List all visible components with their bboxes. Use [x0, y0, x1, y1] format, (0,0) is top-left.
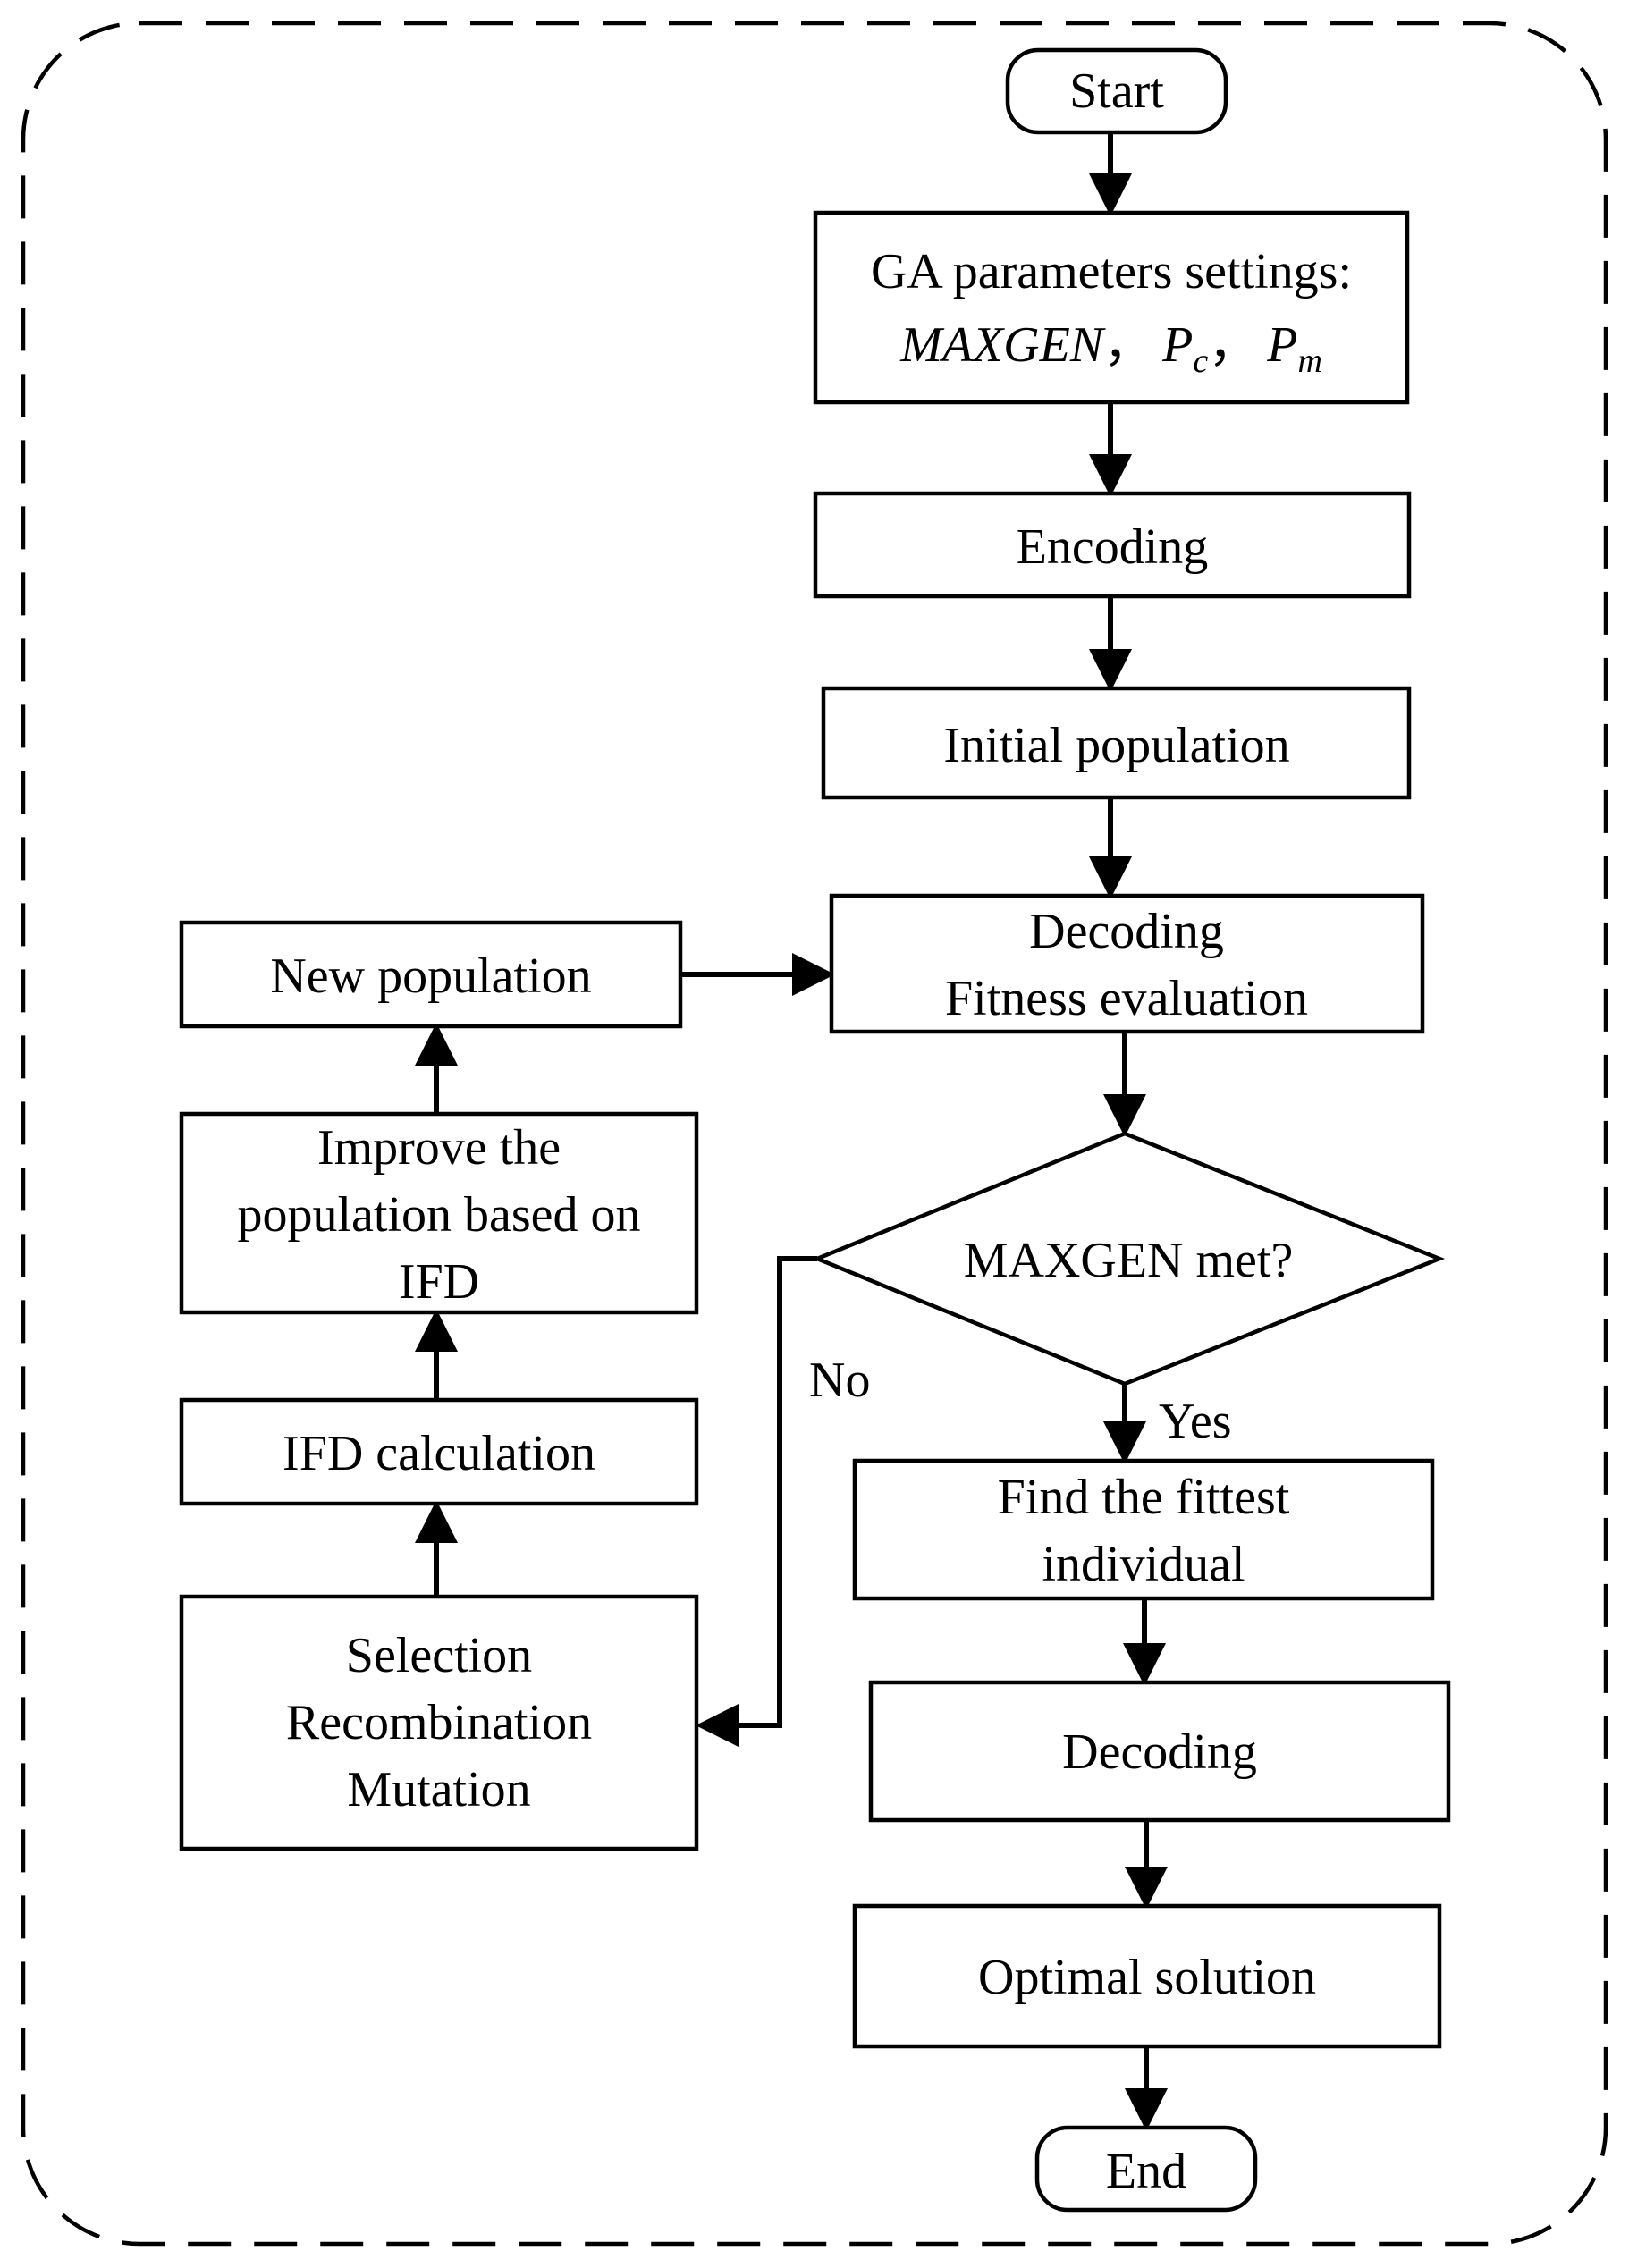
improve-line2: population based on	[237, 1187, 640, 1243]
dashed-frame	[21, 21, 1608, 2247]
ifd-calculation-box: IFD calculation	[179, 1397, 699, 1506]
decision-label: MAXGEN met?	[964, 1233, 1294, 1288]
decoding-fitness-line1: Decoding	[1029, 904, 1224, 959]
ga-parameters-values: MAXGEN，Pc，Pm	[899, 317, 1322, 380]
find-fittest-line2: individual	[1042, 1537, 1245, 1592]
encoding-label: Encoding	[1017, 519, 1209, 575]
decoding-box: Decoding	[868, 1680, 1451, 1823]
decoding-fitness-box: Decoding Fitness evaluation	[829, 893, 1425, 1034]
improve-line1: Improve the	[317, 1120, 561, 1176]
improve-line3: IFD	[399, 1254, 479, 1310]
operators-line1: Selection	[346, 1628, 532, 1683]
maxgen-decision: MAXGEN met?	[812, 1131, 1446, 1387]
initial-population-label: Initial population	[943, 718, 1289, 773]
start-terminal: Start	[1005, 47, 1228, 135]
end-label: End	[1106, 2144, 1186, 2199]
start-label: Start	[1069, 63, 1164, 119]
initial-population-box: Initial population	[821, 686, 1412, 800]
optimal-solution-label: Optimal solution	[978, 1950, 1316, 2005]
decoding-fitness-line2: Fitness evaluation	[945, 971, 1308, 1026]
end-terminal: End	[1034, 2125, 1258, 2213]
operators-line3: Mutation	[347, 1762, 530, 1817]
find-fittest-line1: Find the fittest	[998, 1470, 1290, 1525]
ifd-calculation-label: IFD calculation	[283, 1426, 595, 1481]
find-fittest-box: Find the fittest individual	[852, 1458, 1435, 1601]
new-population-label: New population	[270, 949, 591, 1004]
ga-parameters-box: GA parameters settings: MAXGEN，Pc，Pm	[813, 210, 1410, 405]
no-label: No	[809, 1353, 870, 1408]
new-population-box: New population	[179, 920, 683, 1029]
optimal-solution-box: Optimal solution	[852, 1903, 1442, 2049]
yes-label: Yes	[1159, 1394, 1231, 1449]
decoding-label: Decoding	[1062, 1724, 1257, 1780]
arrow-decision-no-to-operators	[696, 1256, 817, 1747]
genetic-operators-box: Selection Recombination Mutation	[179, 1594, 699, 1851]
ga-parameters-title: GA parameters settings:	[871, 244, 1352, 299]
operators-line2: Recombination	[286, 1695, 592, 1750]
encoding-box: Encoding	[813, 491, 1412, 599]
improve-population-box: Improve the population based on IFD	[179, 1111, 699, 1315]
